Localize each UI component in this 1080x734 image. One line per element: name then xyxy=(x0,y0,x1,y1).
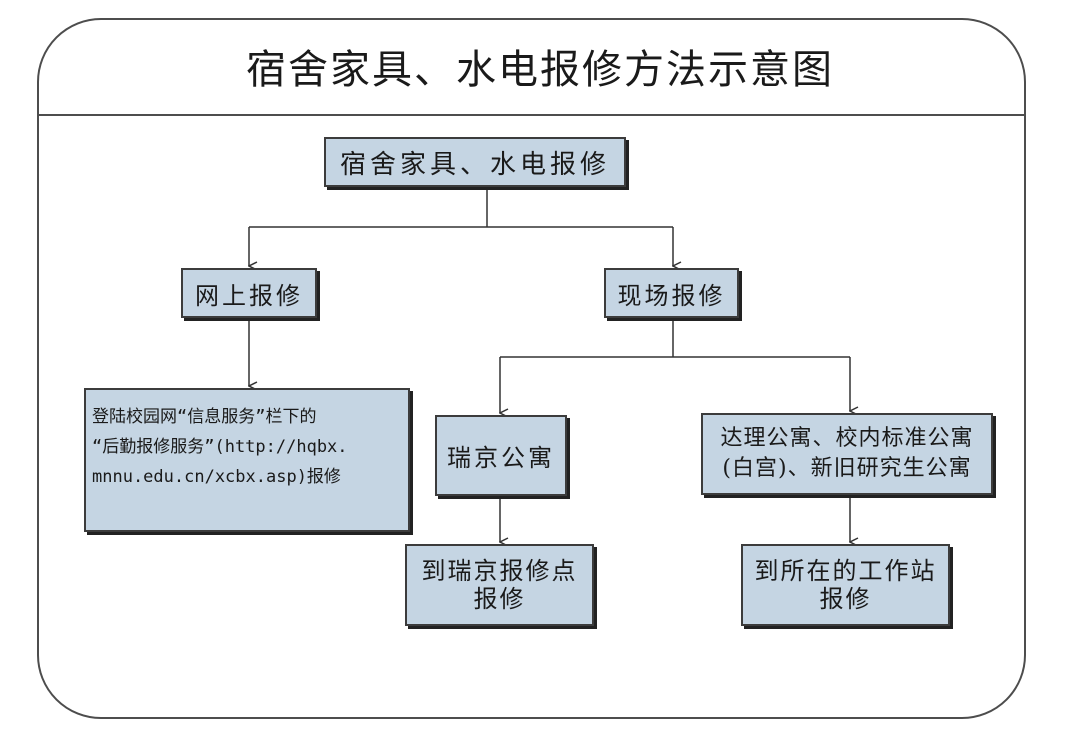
node-dali-apartments-line-1: 达理公寓、校内标准公寓 xyxy=(720,426,974,451)
node-online-instructions: 登陆校园网“信息服务”栏下的 “后勤报修服务”(http://hqbx. mnn… xyxy=(84,388,410,532)
node-ruijing-repair-point-line-2: 报修 xyxy=(473,585,526,613)
node-online-repair: 网上报修 xyxy=(181,268,317,318)
page-title: 宿舍家具、水电报修方法示意图 xyxy=(246,47,834,93)
node-workstation-repair-line-1: 到所在的工作站 xyxy=(754,557,937,585)
node-root-label: 宿舍家具、水电报修 xyxy=(339,149,610,180)
online-instructions-line-3: mnnu.edu.cn/xcbx.asp)报修 xyxy=(92,467,341,487)
title-divider xyxy=(39,114,1024,116)
online-instructions-line-1: 登陆校园网“信息服务”栏下的 xyxy=(92,407,317,427)
node-ruijing-repair-point: 到瑞京报修点 报修 xyxy=(405,544,594,626)
node-ruijing-repair-point-line-1: 到瑞京报修点 xyxy=(421,557,578,585)
online-instructions-line-2: “后勤报修服务”(http://hqbx. xyxy=(92,437,348,457)
node-onsite-repair: 现场报修 xyxy=(604,268,739,318)
node-online-repair-label: 网上报修 xyxy=(195,281,303,310)
node-dali-apartments-line-2: (白宫)、新旧研究生公寓 xyxy=(722,456,972,481)
node-onsite-repair-label: 现场报修 xyxy=(617,281,726,310)
node-ruijing-apartment-label: 瑞京公寓 xyxy=(447,444,555,472)
node-root: 宿舍家具、水电报修 xyxy=(324,137,626,187)
node-workstation-repair: 到所在的工作站 报修 xyxy=(741,544,950,626)
node-online-instructions-text: 登陆校园网“信息服务”栏下的 “后勤报修服务”(http://hqbx. mnn… xyxy=(92,402,348,492)
node-dali-apartments: 达理公寓、校内标准公寓 (白宫)、新旧研究生公寓 xyxy=(701,413,993,495)
node-workstation-repair-line-2: 报修 xyxy=(819,585,872,613)
node-ruijing-apartment: 瑞京公寓 xyxy=(435,415,567,496)
